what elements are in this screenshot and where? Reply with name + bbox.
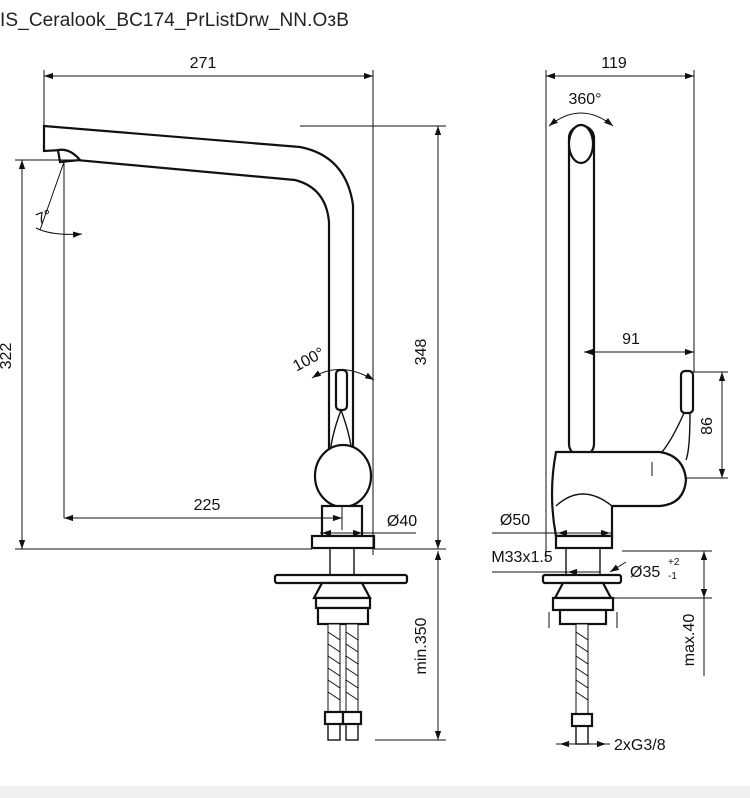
- front-hose-braid: [327, 631, 359, 701]
- dim-text-91: 91: [622, 331, 640, 348]
- dim-arc-100deg: [311, 369, 375, 381]
- side-view: 119 360° 91 86 Ø50 M33x1.5 Ø35 +2: [491, 55, 728, 754]
- caption-suffix: ОзВ: [312, 10, 349, 31]
- dim-leader-diam35: [609, 561, 627, 573]
- dim-text-86: 86: [699, 417, 716, 435]
- side-hose-end: [575, 725, 589, 745]
- front-thread-rod: [329, 547, 355, 576]
- dim-tol-upper-diam35: +2: [668, 557, 680, 568]
- side-mixer-body: [550, 450, 688, 538]
- dim-text-min350: min.350: [413, 617, 430, 674]
- front-fixing-bracket: [316, 606, 370, 626]
- dim-text-100deg: 100°: [290, 345, 327, 376]
- dim-text-7deg: 7°: [34, 207, 55, 228]
- dim-text-271: 271: [190, 55, 217, 72]
- side-counter-plate: [541, 573, 623, 585]
- front-hose-end-right: [345, 723, 359, 741]
- drawing-caption: IS_Ceralook_BC174_PrListDrw_NN.ОзВ: [0, 10, 349, 32]
- front-hose-end-left: [327, 723, 341, 741]
- dim-text-diam40: Ø40: [387, 513, 417, 530]
- side-hose-nut: [570, 712, 594, 728]
- front-fixing-nut: [312, 581, 372, 600]
- dim-text-g38: 2xG3/8: [614, 737, 666, 754]
- dim-text-322: 322: [0, 343, 15, 370]
- front-fixing-washer: [314, 596, 372, 610]
- front-spout-body: [42, 124, 355, 462]
- side-fixing-bracket: [558, 608, 608, 626]
- dim-text-m33: M33x1.5: [491, 549, 552, 566]
- dim-text-119: 119: [601, 55, 627, 72]
- side-thread-rod: [565, 547, 601, 576]
- front-counter-plate: [273, 573, 409, 585]
- front-spout-angle-line: [39, 161, 65, 231]
- side-fixing-washer: [551, 596, 615, 612]
- front-base-rosette: [310, 534, 376, 550]
- dim-text-360deg: 360°: [568, 91, 601, 108]
- front-lever-handle: [334, 368, 349, 412]
- dim-text-225: 225: [194, 497, 221, 514]
- side-fixing-nut: [553, 581, 613, 600]
- front-hose-nut-left: [323, 710, 345, 726]
- dim-arc-7deg: [35, 227, 83, 238]
- front-view: 271 322 348 7° 100° 225: [0, 55, 446, 741]
- side-spout-head: [567, 123, 595, 165]
- side-lever-stem: [661, 412, 691, 461]
- dim-arc-360deg: [548, 112, 614, 127]
- dim-tol-lower-diam35: -1: [668, 571, 677, 582]
- front-hose-nut-right: [341, 710, 363, 726]
- footer-band: [0, 786, 750, 798]
- side-body-contour: [555, 493, 613, 507]
- front-mixer-body: [313, 443, 373, 509]
- side-base-rosette: [554, 534, 614, 550]
- side-column: [567, 124, 596, 458]
- caption-title: IS_Ceralook_BC174_PrListDrw_NN.: [0, 10, 313, 31]
- side-lever-handle: [679, 369, 695, 415]
- dim-text-diam35: Ø35: [630, 564, 660, 581]
- dim-text-max40: max.40: [681, 614, 698, 667]
- dim-text-diam50: Ø50: [500, 512, 530, 529]
- side-hose-braid: [575, 631, 589, 701]
- dim-text-348: 348: [413, 339, 430, 366]
